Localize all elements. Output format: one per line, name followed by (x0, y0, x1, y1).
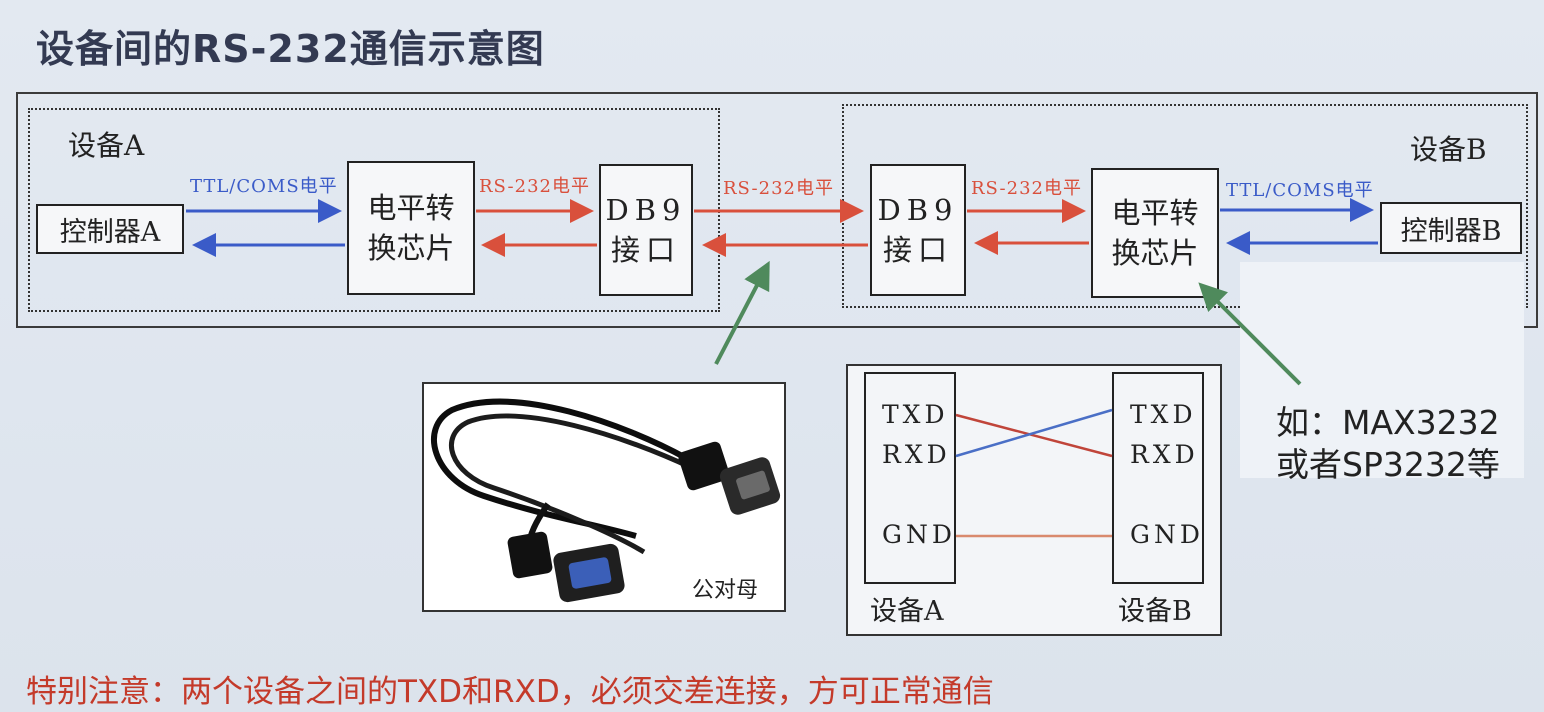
system-frame (16, 92, 1538, 328)
page-title: 设备间的RS-232通信示意图 (36, 27, 545, 71)
controller-b-box: 控制器B (1380, 202, 1522, 254)
rs232-level-label-cable: RS-232电平 (723, 178, 834, 199)
level-shifter-b-line2: 换芯片 (1111, 236, 1199, 270)
rs232-level-label-b: RS-232电平 (971, 178, 1082, 199)
pin-a-rxd: RXD (882, 440, 951, 469)
pin-a-gnd: GND (882, 520, 956, 549)
level-shifter-a-line2: 换芯片 (367, 231, 455, 265)
db9-b-line1: DB9 (877, 193, 959, 227)
pin-b-rxd: RXD (1130, 440, 1199, 469)
level-shifter-a-line1: 电平转 (367, 191, 455, 225)
controller-a-box: 控制器A (36, 204, 184, 254)
male-connector (678, 441, 781, 515)
db9-cable-illustration (431, 398, 781, 603)
controller-b-label: 控制器B (1400, 215, 1502, 247)
level-shifter-b-box: 电平转 换芯片 (1091, 168, 1219, 298)
device-a-label: 设备A (68, 129, 145, 162)
cable-pointer-arrow (714, 260, 770, 365)
db9-a-line2: 接口 (610, 233, 681, 267)
ttl-level-label-a: TTL/COMS电平 (190, 176, 338, 197)
wire-rxd-a-to-txd-b (955, 408, 1113, 458)
cable-photo-caption: 公对母 (691, 578, 758, 603)
rs232-level-label-a: RS-232电平 (479, 176, 590, 197)
wiring-device-a-pins: TXD RXD GND (864, 372, 956, 584)
chip-pointer-arrow (1198, 282, 1302, 386)
chip-example-line2: 或者SP3232等 (1276, 445, 1500, 484)
wiring-device-b-label: 设备B (1118, 596, 1192, 627)
pin-b-gnd: GND (1130, 520, 1204, 549)
db9-a-line1: DB9 (605, 193, 687, 227)
cable-photo: 公对母 (422, 382, 786, 612)
warning-note: 特别注意：两个设备之间的TXD和RXD，必须交差连接，方可正常通信 (26, 674, 994, 710)
wiring-device-b-pins: TXD RXD GND (1112, 372, 1204, 584)
txd-rxd-wiring-diagram: TXD RXD GND TXD RXD GND 设备A 设备B (846, 364, 1222, 636)
level-shifter-b-line1: 电平转 (1111, 196, 1199, 230)
cable-loop-inner (448, 413, 694, 555)
chip-example-line1: 如：MAX3232 (1276, 403, 1500, 442)
cable-loop-outer (431, 398, 688, 539)
db9-a-box: DB9 接口 (599, 164, 693, 296)
controller-a-label: 控制器A (59, 216, 161, 248)
db9-b-line2: 接口 (882, 233, 953, 267)
wire-txd-a-to-rxd-b (955, 413, 1113, 458)
level-shifter-a-box: 电平转 换芯片 (347, 161, 475, 295)
ttl-level-label-b: TTL/COMS电平 (1226, 180, 1374, 201)
device-b-label: 设备B (1410, 133, 1487, 166)
wiring-device-a-label: 设备A (870, 596, 944, 627)
pin-b-txd: TXD (1130, 400, 1197, 429)
db9-b-box: DB9 接口 (870, 164, 966, 296)
female-connector (507, 531, 625, 603)
pin-a-txd: TXD (882, 400, 949, 429)
